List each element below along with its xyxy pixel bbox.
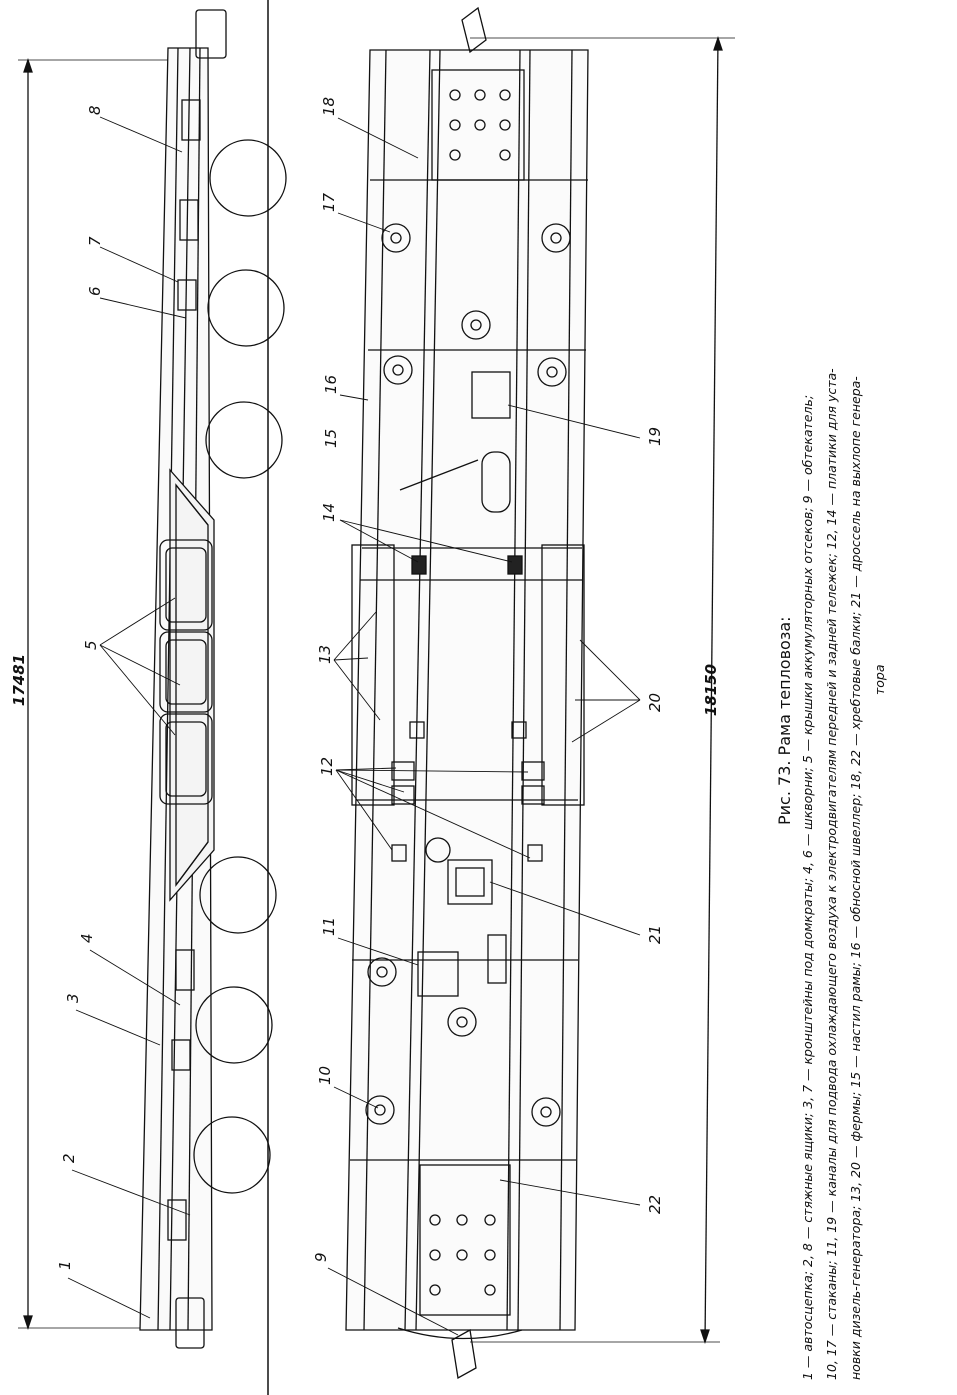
figure-caption: Рис. 73. Рама тепловоза: 1 — автосцепка;… <box>775 368 887 1380</box>
plan-ducts <box>399 371 511 997</box>
callout-10: 10 <box>316 1066 334 1085</box>
plan-pads <box>391 555 545 862</box>
plan-couplers <box>397 6 523 1380</box>
battery-covers <box>159 539 213 805</box>
side-view <box>18 9 287 1349</box>
wheel-3 <box>205 401 283 479</box>
side-view-wheels <box>193 139 287 1194</box>
plan-view <box>327 6 735 1380</box>
caption-line-2: 10, 17 — стаканы; 11, 19 — каналы для по… <box>824 368 839 1380</box>
figure-title: Рис. 73. Рама тепловоза: <box>775 616 794 825</box>
wheel-5 <box>195 986 273 1064</box>
side-view-dimension-line <box>18 57 200 1331</box>
callout-6: 6 <box>86 286 104 296</box>
plan-view-dimension-line <box>470 35 735 1345</box>
callout-17: 17 <box>320 192 338 212</box>
callout-20: 20 <box>646 693 664 712</box>
callout-21: 21 <box>646 925 664 944</box>
callout-1: 1 <box>56 1260 74 1270</box>
side-view-length-label: 17481 <box>10 654 28 706</box>
callout-2: 2 <box>60 1153 78 1163</box>
callout-18: 18 <box>320 97 338 116</box>
callout-7: 7 <box>86 236 104 246</box>
callout-9: 9 <box>312 1252 330 1262</box>
wheel-2 <box>207 269 285 347</box>
callout-3: 3 <box>64 993 82 1003</box>
callout-4: 4 <box>78 933 96 943</box>
callout-19: 19 <box>646 427 664 446</box>
caption-line-4: тора <box>872 664 887 695</box>
side-view-callouts: 1 2 3 4 5 6 7 8 <box>56 105 104 1270</box>
callout-14: 14 <box>320 503 338 522</box>
wheel-6 <box>193 1116 271 1194</box>
plan-view-callouts: 9 10 11 12 13 14 15 16 17 18 19 20 21 22 <box>312 97 664 1262</box>
callout-16: 16 <box>322 375 340 394</box>
caption-line-1: 1 — автосцепка; 2, 8 — стяжные ящики; 3,… <box>800 395 815 1380</box>
callout-8: 8 <box>86 105 104 115</box>
plan-frame-outline <box>345 49 589 1331</box>
side-view-frame <box>139 9 227 1349</box>
callout-5: 5 <box>82 640 100 650</box>
caption-line-3: новки дизель-генератора; 13, 20 — фермы;… <box>848 376 863 1380</box>
side-view-leaders <box>67 116 191 1319</box>
plan-end-plates <box>419 69 525 1316</box>
callout-11: 11 <box>320 917 338 936</box>
callout-22: 22 <box>646 1195 664 1214</box>
plan-view-length-label: 18150 <box>702 664 720 716</box>
callout-13: 13 <box>316 645 334 664</box>
plan-view-leaders <box>327 117 641 1336</box>
callout-12: 12 <box>318 757 336 776</box>
wheel-4 <box>199 856 277 934</box>
plan-cups <box>365 223 571 1127</box>
callout-15: 15 <box>322 429 340 448</box>
wheel-1 <box>209 139 287 217</box>
